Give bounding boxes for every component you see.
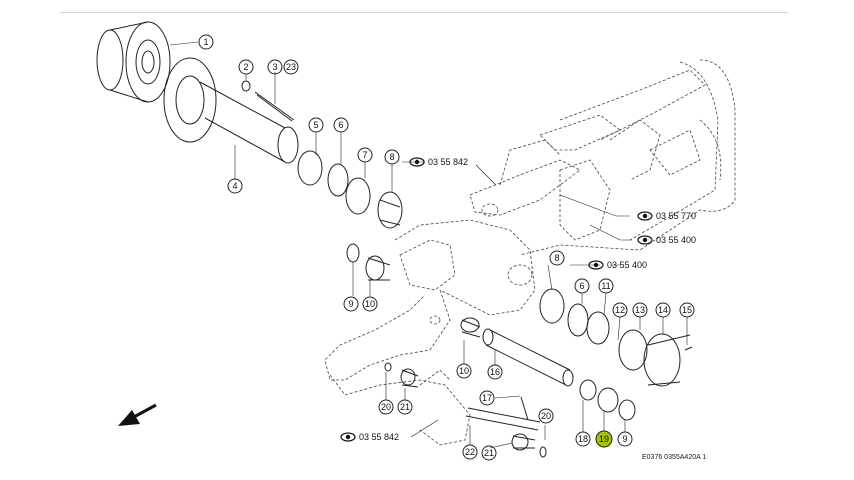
callout-6[interactable]: 6: [574, 278, 590, 294]
svg-text:20: 20: [541, 411, 551, 421]
part-2-nut: [241, 80, 251, 92]
svg-text:21: 21: [484, 448, 494, 458]
reference-labels: 03 55 842 03 55 770 03 55 400 03 55 400 …: [340, 157, 696, 442]
callout-8[interactable]: 8: [549, 250, 565, 266]
ring-parts-left: [297, 150, 403, 281]
svg-text:5: 5: [313, 120, 318, 130]
ref-label-1[interactable]: 03 55 842: [409, 157, 468, 167]
callout-9[interactable]: 9: [343, 296, 359, 312]
part-3-bolt: [254, 91, 295, 122]
svg-text:03 55 842: 03 55 842: [428, 157, 468, 167]
callout-12[interactable]: 12: [612, 302, 628, 318]
svg-text:03 55 770: 03 55 770: [656, 211, 696, 221]
ref-label-5[interactable]: 03 55 842: [340, 432, 399, 442]
svg-text:9: 9: [622, 434, 627, 444]
callout-1[interactable]: 1: [198, 34, 214, 50]
svg-text:10: 10: [365, 299, 375, 309]
svg-text:11: 11: [601, 281, 610, 291]
frame-outline: [324, 59, 736, 446]
callout-19-highlighted[interactable]: 19: [595, 430, 613, 448]
svg-text:03 55 400: 03 55 400: [656, 235, 696, 245]
callout-16[interactable]: 16: [487, 364, 503, 380]
callout-21[interactable]: 21: [481, 445, 497, 461]
callout-22[interactable]: 22: [462, 444, 478, 460]
ref-label-4[interactable]: 03 55 400: [588, 260, 647, 270]
callout-17[interactable]: 17: [479, 390, 495, 406]
svg-text:6: 6: [579, 281, 584, 291]
callout-23[interactable]: 23: [283, 59, 299, 75]
part-1-hub-drum: [96, 21, 171, 103]
eye-icon: [588, 260, 604, 270]
svg-text:1: 1: [203, 37, 208, 47]
svg-text:6: 6: [338, 120, 343, 130]
svg-text:22: 22: [465, 447, 475, 457]
drawing-code: E0376 0355A420A 1: [642, 454, 706, 461]
svg-text:14: 14: [658, 305, 668, 315]
part-4-axle-shaft: [163, 57, 299, 164]
top-rule: [60, 12, 788, 13]
callout-9[interactable]: 9: [617, 431, 633, 447]
svg-text:18: 18: [578, 434, 588, 444]
eye-icon: [340, 432, 356, 442]
svg-text:2: 2: [243, 62, 248, 72]
callout-3[interactable]: 3: [267, 59, 283, 75]
svg-text:9: 9: [348, 299, 353, 309]
svg-text:19: 19: [599, 434, 609, 444]
svg-text:4: 4: [232, 181, 237, 191]
svg-text:12: 12: [615, 305, 625, 315]
callout-18[interactable]: 18: [575, 431, 591, 447]
callout-11[interactable]: 11: [598, 278, 614, 294]
arrow-icon: [118, 403, 157, 426]
part-16-pin: [460, 317, 574, 387]
callout-4[interactable]: 4: [227, 178, 243, 194]
callout-15[interactable]: 15: [679, 302, 695, 318]
callout-5[interactable]: 5: [308, 117, 324, 133]
callout-20[interactable]: 20: [538, 408, 554, 424]
eye-icon: [637, 211, 653, 221]
svg-text:7: 7: [362, 150, 367, 160]
svg-text:8: 8: [389, 152, 394, 162]
callout-14[interactable]: 14: [655, 302, 671, 318]
ref-label-3[interactable]: 03 55 400: [637, 235, 696, 245]
svg-text:03 55 400: 03 55 400: [607, 260, 647, 270]
svg-text:3: 3: [272, 62, 277, 72]
eye-icon: [409, 157, 425, 167]
callout-10[interactable]: 10: [456, 363, 472, 379]
leader-lines: [169, 41, 688, 449]
svg-text:20: 20: [381, 402, 391, 412]
callout-8[interactable]: 8: [384, 149, 400, 165]
svg-text:10: 10: [459, 366, 469, 376]
callout-7[interactable]: 7: [357, 147, 373, 163]
lower-parts: [384, 362, 636, 458]
svg-text:15: 15: [682, 305, 692, 315]
svg-text:17: 17: [482, 393, 492, 403]
ref-label-2[interactable]: 03 55 770: [637, 211, 696, 221]
callout-2[interactable]: 2: [238, 59, 254, 75]
callout-13[interactable]: 13: [632, 302, 648, 318]
svg-text:13: 13: [635, 305, 645, 315]
eye-icon: [637, 235, 653, 245]
svg-text:21: 21: [400, 402, 410, 412]
svg-text:8: 8: [554, 253, 559, 263]
callout-10[interactable]: 10: [362, 296, 378, 312]
svg-text:16: 16: [490, 367, 500, 377]
ring-parts-right: [539, 288, 693, 387]
callout-20[interactable]: 20: [378, 399, 394, 415]
svg-text:03 55 842: 03 55 842: [359, 432, 399, 442]
callouts: 1 2 3 23 4 5 6 7 8 8 9 10 6 11 12 13 14 …: [198, 34, 695, 461]
callout-21[interactable]: 21: [397, 399, 413, 415]
svg-text:23: 23: [286, 62, 296, 72]
callout-6[interactable]: 6: [333, 117, 349, 133]
